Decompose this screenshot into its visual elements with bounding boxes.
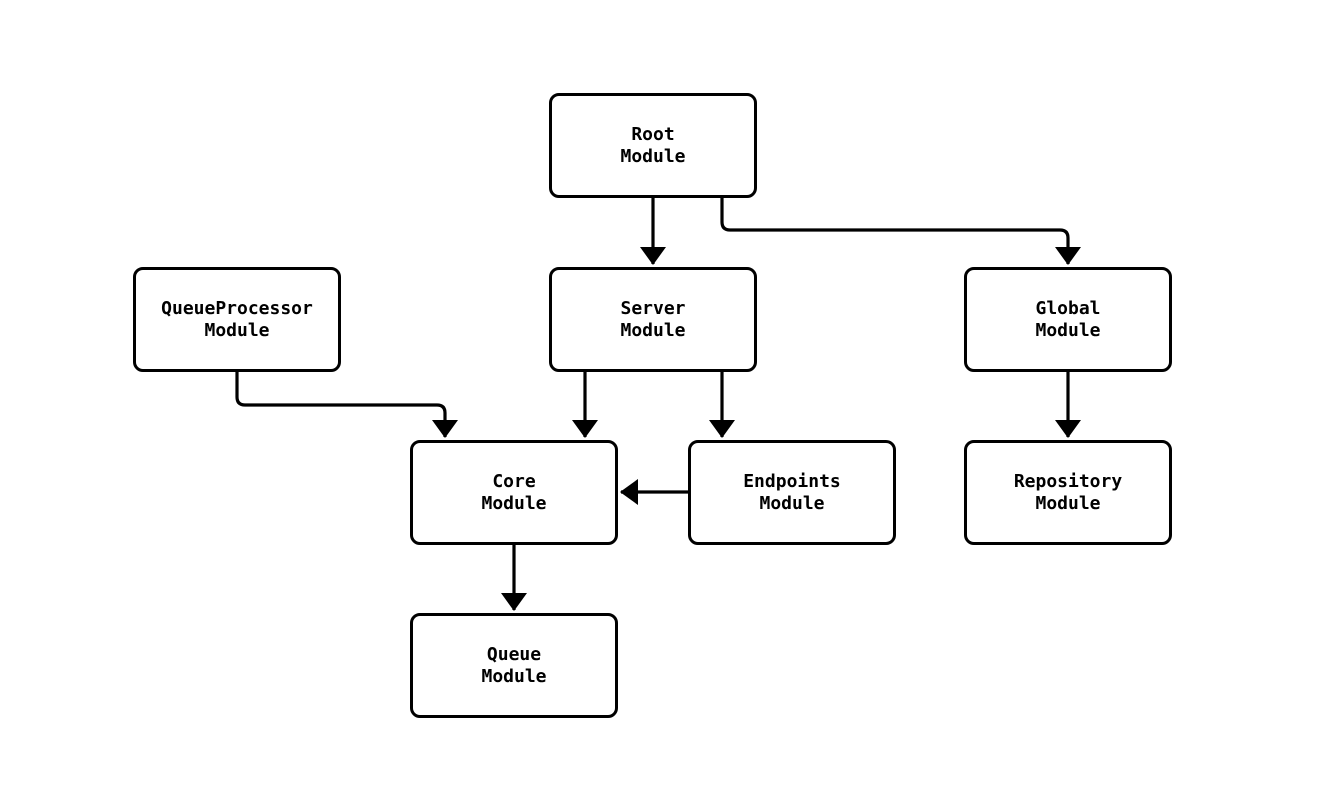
node-label: Module [759, 492, 825, 514]
node-core-module: Core Module [410, 440, 618, 545]
node-label: Module [1035, 319, 1101, 341]
node-queue-module: Queue Module [410, 613, 618, 718]
node-label: Module [481, 492, 547, 514]
node-label: Module [1035, 492, 1101, 514]
node-label: Core [492, 470, 536, 492]
node-label: Module [481, 665, 547, 687]
node-root-module: Root Module [549, 93, 757, 198]
edge-root-to-global [720, 198, 1081, 265]
node-label: Server [620, 297, 686, 319]
node-repository-module: Repository Module [964, 440, 1172, 545]
node-queueprocessor-module: QueueProcessor Module [133, 267, 341, 372]
node-server-module: Server Module [549, 267, 757, 372]
node-endpoints-module: Endpoints Module [688, 440, 896, 545]
node-label: Endpoints [743, 470, 841, 492]
node-label: Module [620, 145, 686, 167]
node-label: QueueProcessor [161, 297, 313, 319]
edge-queueprocessor-to-core [235, 372, 458, 438]
node-global-module: Global Module [964, 267, 1172, 372]
node-label: Repository [1013, 470, 1123, 492]
node-label: Global [1035, 297, 1101, 319]
node-label: Module [204, 319, 270, 341]
node-label: Root [631, 123, 675, 145]
node-label: Module [620, 319, 686, 341]
node-label: Queue [486, 643, 542, 665]
